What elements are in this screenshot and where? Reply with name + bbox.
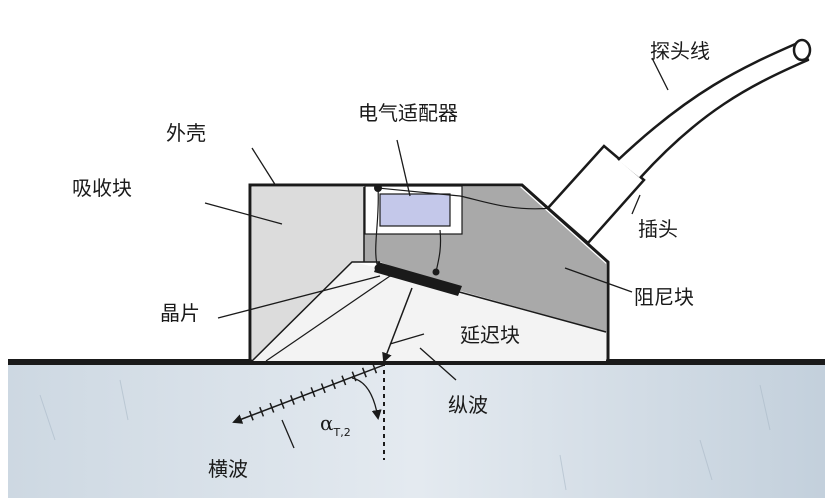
angle-arc xyxy=(351,377,382,420)
label-transverse: 横波 xyxy=(208,457,248,481)
leader-lines xyxy=(204,57,669,449)
adapter-wire xyxy=(375,187,379,269)
wave-tick xyxy=(248,410,254,421)
wave-tick xyxy=(310,387,316,398)
wave-tick xyxy=(361,367,367,378)
wave-tick xyxy=(341,375,347,386)
label-angle: αT,2 xyxy=(320,411,351,439)
crystal-element xyxy=(374,262,462,296)
wave-tick xyxy=(289,395,295,405)
probe-cable xyxy=(617,40,810,179)
wave-tick xyxy=(331,379,337,390)
transverse-wave-ticks xyxy=(248,363,378,421)
cable-end xyxy=(792,38,812,62)
material-texture xyxy=(39,379,771,491)
test-material xyxy=(8,364,825,498)
longitudinal-beam xyxy=(382,287,413,363)
electrical-adapter xyxy=(379,193,451,227)
wave-tick xyxy=(269,402,275,413)
damping-bottom-edge xyxy=(451,289,607,333)
wave-tick xyxy=(300,391,306,401)
adapter-wire-2 xyxy=(377,187,553,210)
label-damping: 阻尼块 xyxy=(634,285,694,309)
wire-node xyxy=(374,184,382,192)
label-housing: 外壳 xyxy=(166,121,206,145)
wedge-edge xyxy=(251,261,380,362)
label-absorber: 吸收块 xyxy=(72,176,132,200)
label-adapter: 电气适配器 xyxy=(358,101,458,125)
wave-tick xyxy=(320,383,326,394)
transverse-beam xyxy=(232,364,385,424)
label-longitudinal: 纵波 xyxy=(448,393,488,417)
absorber-block xyxy=(252,187,364,361)
label-crystal: 晶片 xyxy=(160,301,200,325)
wave-tick xyxy=(372,363,378,374)
wire-node xyxy=(432,268,440,276)
wave-tick xyxy=(259,406,265,417)
label-cable: 探头线 xyxy=(650,39,710,63)
label-plug: 插头 xyxy=(638,217,678,241)
label-delay: 延迟块 xyxy=(460,323,520,347)
wave-tick xyxy=(279,398,285,409)
